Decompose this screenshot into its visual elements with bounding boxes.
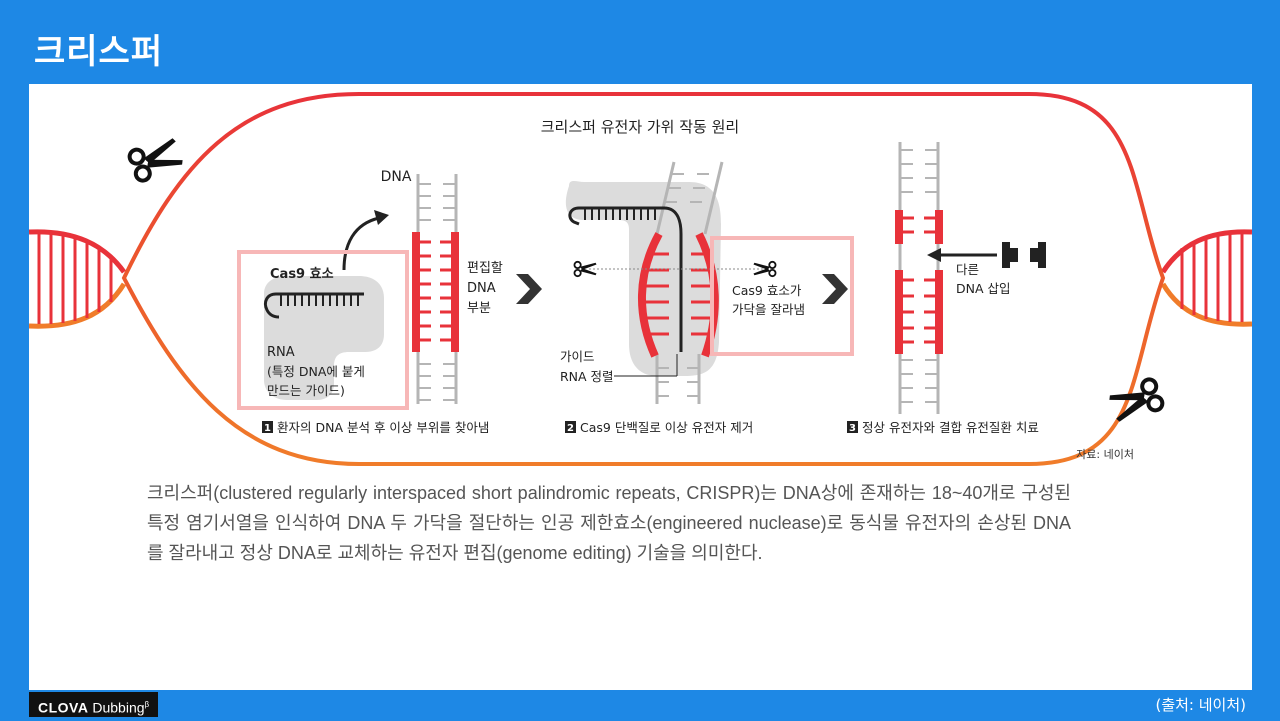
edit-label: 편집할 xyxy=(467,261,503,276)
chevron-right-icon xyxy=(516,274,542,304)
brand-rest: Dubbing xyxy=(88,699,145,716)
step-1-graphic: DNA xyxy=(237,169,503,410)
dna-label: DNA xyxy=(381,169,412,185)
step-2-graphic: Cas9 효소가 가닥을 잘라냄 가이드 RNA 정렬 xyxy=(560,161,854,404)
step-label: 정상 유전자와 결합 유전질환 치료 xyxy=(862,420,1039,435)
edit-label: 부분 xyxy=(467,301,491,316)
diagram-heading: 크리스퍼 유전자 가위 작동 원리 xyxy=(541,118,739,136)
edit-label: DNA xyxy=(467,281,496,296)
cas9-label: Cas9 효소 xyxy=(270,267,334,282)
rna-description: (특정 DNA에 붙게 xyxy=(267,364,365,379)
step-caption: 2 Cas9 단백질로 이상 유전자 제거 xyxy=(565,420,753,435)
scissors-icon xyxy=(752,260,777,278)
scissors-icon xyxy=(125,133,187,185)
guide-label: RNA 정렬 xyxy=(560,369,614,384)
description-paragraph: 크리스퍼(clustered regularly interspaced sho… xyxy=(147,483,1071,563)
step-label: Cas9 단백질로 이상 유전자 제거 xyxy=(580,420,753,435)
left-helix xyxy=(29,229,127,329)
cut-label: Cas9 효소가 xyxy=(732,283,802,298)
content-panel: 크리스퍼 유전자 가위 작동 원리 DNA xyxy=(29,84,1252,690)
brand-mark: β xyxy=(144,700,150,709)
step-caption: 1 환자의 DNA 분석 후 이상 부위를 찾아냄 xyxy=(262,420,489,435)
insert-label: DNA 삽입 xyxy=(956,281,1011,296)
guide-label: 가이드 xyxy=(560,349,595,364)
rna-label: RNA xyxy=(267,345,295,360)
scissors-icon xyxy=(1105,375,1167,427)
step-number: 1 xyxy=(264,423,271,434)
footer-source: (출처: 네이처) xyxy=(1155,696,1246,714)
rna-description: 만드는 가이드) xyxy=(267,383,345,398)
step-caption: 3 정상 유전자와 결합 유전질환 치료 xyxy=(847,420,1039,435)
brand-logo: CLOVA Dubbingβ xyxy=(29,692,159,717)
step-3-graphic: 다른 DNA 삽입 xyxy=(895,142,1046,414)
step-number: 2 xyxy=(567,423,574,434)
step-label: 환자의 DNA 분석 후 이상 부위를 찾아냄 xyxy=(277,420,489,435)
capsule-outline xyxy=(121,92,1166,466)
diagram-source: 자료: 네이처 xyxy=(1076,448,1134,461)
brand-bold: CLOVA xyxy=(38,699,89,716)
cut-label: 가닥을 잘라냄 xyxy=(732,302,805,317)
chevron-right-icon xyxy=(822,274,848,304)
step-number: 3 xyxy=(849,423,856,434)
right-helix xyxy=(1160,229,1252,327)
page-title: 크리스퍼 xyxy=(34,32,164,72)
crispr-diagram: 크리스퍼 유전자 가위 작동 원리 DNA xyxy=(29,92,1252,466)
insert-label: 다른 xyxy=(956,262,979,277)
